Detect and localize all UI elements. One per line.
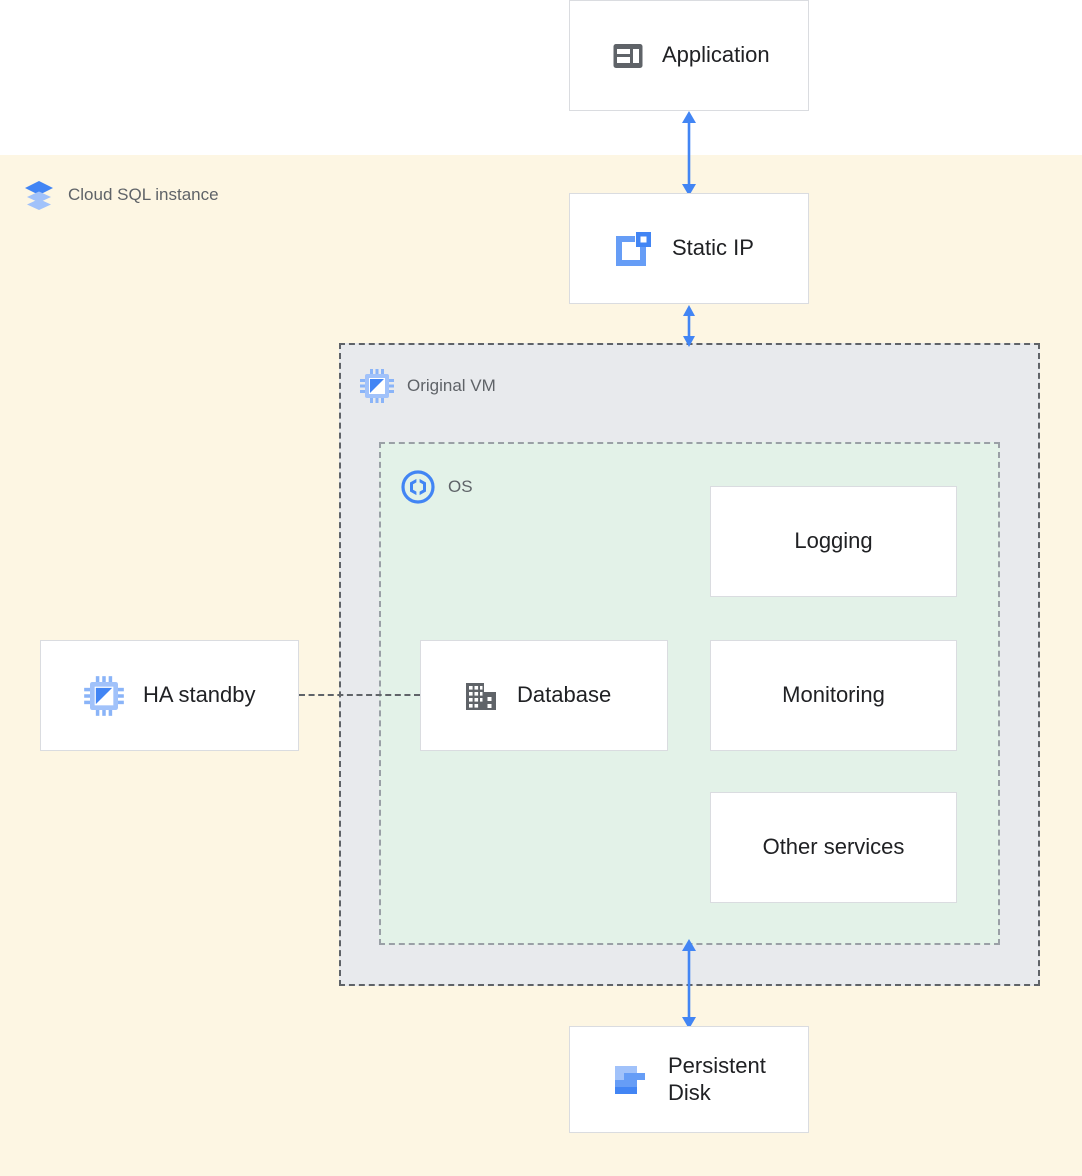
- region-label-original-vm: Original VM: [359, 368, 496, 404]
- node-other-services[interactable]: Other services: [710, 792, 957, 903]
- persistent-disk-icon: [612, 1061, 650, 1099]
- os-icon: [400, 469, 436, 505]
- region-label-cloud-sql: Cloud SQL instance: [22, 178, 219, 212]
- node-label-persistent-disk: Persistent Disk: [668, 1052, 766, 1105]
- node-label-monitoring: Monitoring: [782, 682, 885, 708]
- connector-ha-standby-to-database: [299, 694, 420, 696]
- node-application[interactable]: Application: [569, 0, 809, 111]
- static-ip-icon: [612, 228, 654, 270]
- node-label-logging: Logging: [794, 528, 873, 554]
- vm-chip-icon: [83, 675, 125, 717]
- cloud-sql-icon: [22, 178, 56, 212]
- node-label-application: Application: [662, 42, 770, 68]
- node-logging[interactable]: Logging: [710, 486, 957, 597]
- node-static-ip[interactable]: Static IP: [569, 193, 809, 304]
- node-label-ha-standby: HA standby: [143, 682, 256, 708]
- connector-application-to-static-ip: [669, 110, 709, 197]
- node-label-other-services: Other services: [762, 834, 905, 860]
- connector-os-to-persistent-disk: [669, 938, 709, 1030]
- node-label-database: Database: [517, 682, 612, 708]
- connector-static-ip-to-original-vm: [669, 304, 709, 348]
- node-label-static-ip: Static IP: [672, 235, 754, 261]
- application-icon: [612, 40, 644, 72]
- database-building-icon: [463, 678, 499, 714]
- region-label-text-cloud-sql: Cloud SQL instance: [68, 185, 219, 204]
- region-label-text-os: OS: [448, 477, 473, 496]
- vm-chip-icon: [359, 368, 395, 404]
- node-monitoring[interactable]: Monitoring: [710, 640, 957, 751]
- node-persistent-disk[interactable]: Persistent Disk: [569, 1026, 809, 1133]
- node-database[interactable]: Database: [420, 640, 668, 751]
- region-label-text-original-vm: Original VM: [407, 376, 496, 395]
- node-ha-standby[interactable]: HA standby: [40, 640, 299, 751]
- region-label-os: OS: [400, 469, 473, 505]
